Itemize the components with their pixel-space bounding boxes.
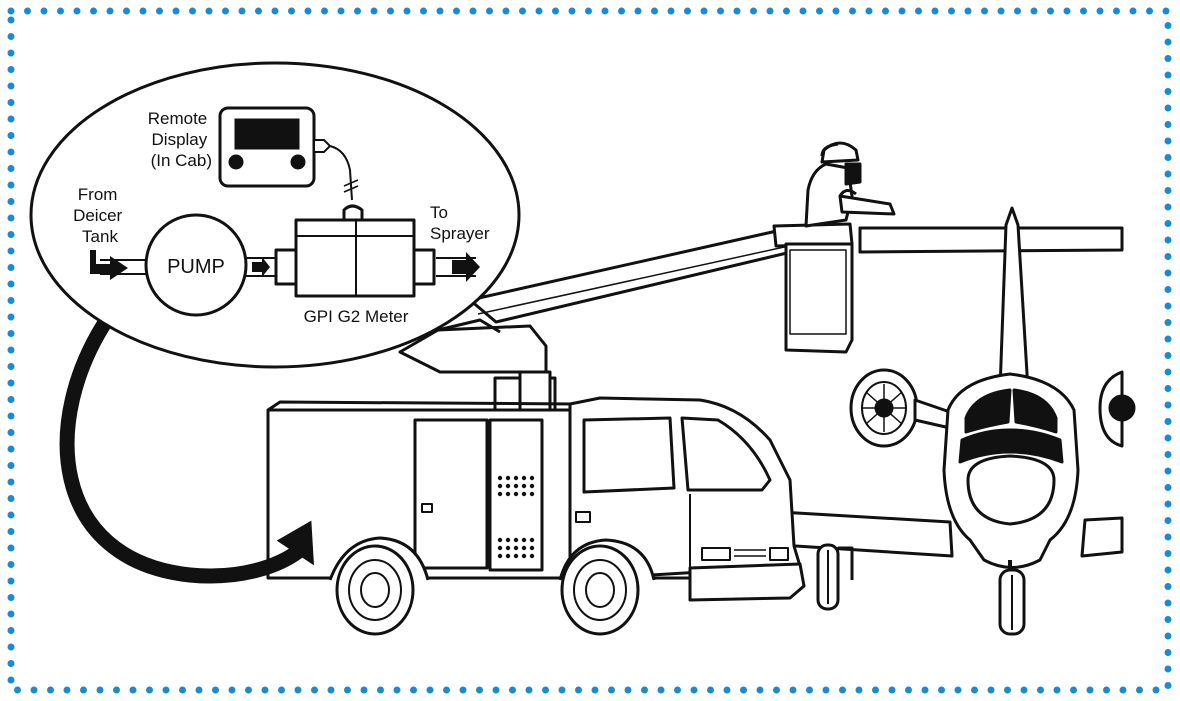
meter-label: GPI G2 Meter <box>304 307 409 326</box>
meter-detail-callout: Remote Display (In Cab) From Deicer Tank… <box>31 63 519 367</box>
pump-label: PUMP <box>167 256 225 278</box>
front-wheel <box>562 546 638 634</box>
deicer-truck <box>268 398 804 634</box>
gpi-g2-meter <box>276 206 434 296</box>
remote-display-label: Remote Display (In Cab) <box>148 109 212 170</box>
bucket <box>786 244 852 352</box>
rear-wheel <box>337 546 413 634</box>
